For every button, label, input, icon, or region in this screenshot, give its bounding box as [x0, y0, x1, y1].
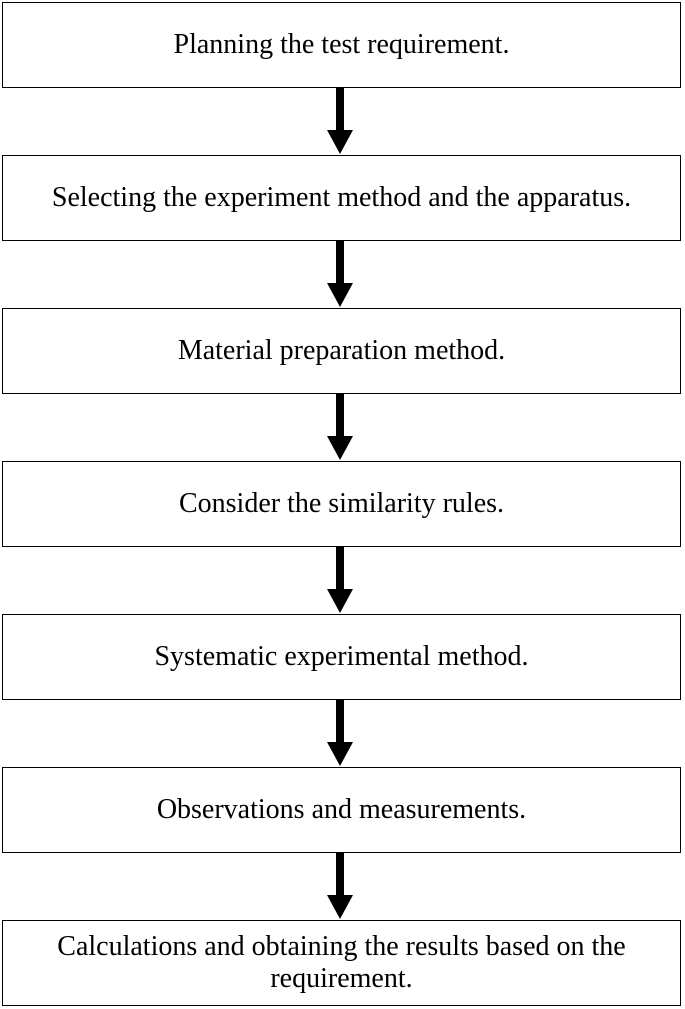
step-label-6: Observations and measurements. — [156, 794, 527, 825]
step-label-4: Consider the similarity rules. — [178, 488, 505, 519]
down-arrow-icon — [327, 394, 353, 460]
down-arrow-icon — [327, 241, 353, 307]
step-box-7: Calculations and obtaining the results b… — [2, 920, 681, 1006]
step-box-2: Selecting the experiment method and the … — [2, 155, 681, 241]
step-box-5: Systematic experimental method. — [2, 614, 681, 700]
step-box-1: Planning the test requirement. — [2, 2, 681, 88]
step-box-3: Material preparation method. — [2, 308, 681, 394]
step-box-6: Observations and measurements. — [2, 767, 681, 853]
step-label-2: Selecting the experiment method and the … — [51, 182, 632, 213]
step-label-5: Systematic experimental method. — [154, 641, 529, 672]
step-label-3: Material preparation method. — [177, 335, 506, 366]
step-label-7: Calculations and obtaining the results b… — [57, 931, 626, 994]
step-box-4: Consider the similarity rules. — [2, 461, 681, 547]
down-arrow-icon — [327, 547, 353, 613]
down-arrow-icon — [327, 700, 353, 766]
step-label-1: Planning the test requirement. — [173, 29, 510, 60]
down-arrow-icon — [327, 853, 353, 919]
down-arrow-icon — [327, 88, 353, 154]
